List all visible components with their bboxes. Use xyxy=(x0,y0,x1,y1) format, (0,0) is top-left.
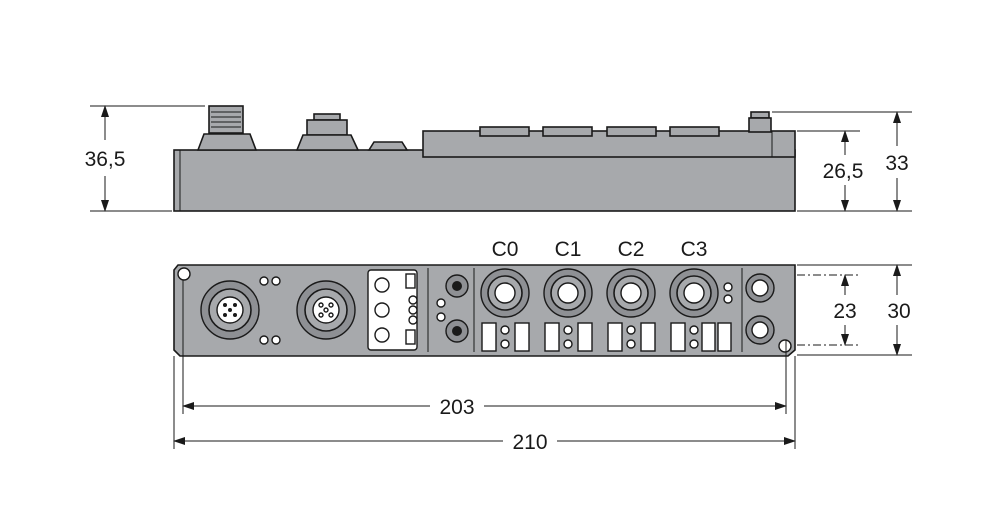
m8-ports xyxy=(745,273,775,345)
m12-port-1 xyxy=(200,280,260,340)
port-label-c3: C3 xyxy=(681,238,708,261)
io-port-c1 xyxy=(543,268,593,352)
m12-connector-side-1 xyxy=(196,105,258,151)
fiber-ports xyxy=(445,274,469,343)
dim-23: 23 xyxy=(833,300,856,323)
io-port-c2 xyxy=(606,268,656,352)
port-label-c0: C0 xyxy=(492,238,519,261)
mount-hole-icon xyxy=(778,339,792,353)
m12-connector-side-2 xyxy=(295,113,360,151)
m8-connector-side xyxy=(748,111,772,133)
status-leds-left xyxy=(259,276,281,345)
mount-hole-icon xyxy=(177,267,191,281)
dim-203: 203 xyxy=(439,396,474,419)
io-ports xyxy=(480,268,732,352)
address-switch-block xyxy=(367,269,418,351)
dim-33: 33 xyxy=(885,152,908,175)
io-port-c0 xyxy=(480,268,530,352)
m12-port-2 xyxy=(296,280,356,340)
terminal-bump-side xyxy=(367,141,409,151)
dim-36-5: 36,5 xyxy=(85,148,126,171)
dimension-lines: 36,5 26,5 33 23 30 203 210 xyxy=(85,105,912,454)
io-port-c3 xyxy=(669,268,732,352)
top-view: C0 C1 C2 C3 xyxy=(173,238,796,357)
port-label-c1: C1 xyxy=(555,238,582,261)
side-view xyxy=(173,105,796,212)
io-connectors-side xyxy=(479,126,720,137)
dim-210: 210 xyxy=(512,431,547,454)
dim-30: 30 xyxy=(887,300,910,323)
port-label-c2: C2 xyxy=(618,238,645,261)
housing-body xyxy=(173,149,796,212)
dim-26-5: 26,5 xyxy=(823,160,864,183)
